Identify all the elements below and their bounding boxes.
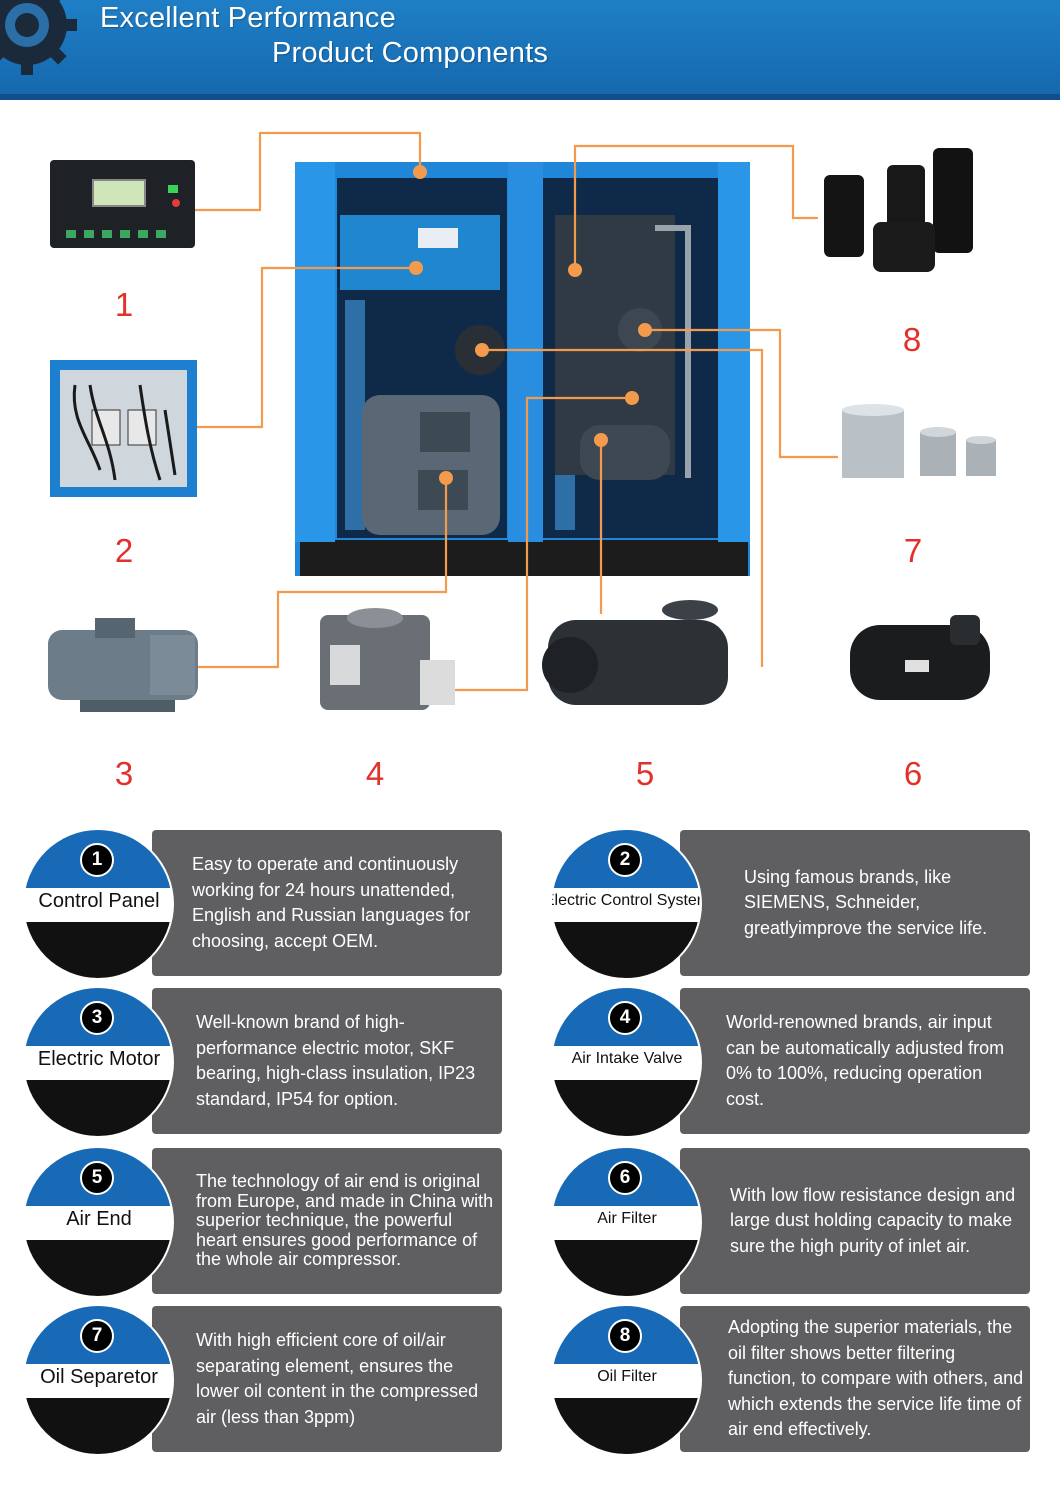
- header-title-line1: Excellent Performance: [100, 2, 396, 34]
- part-number-2: 2: [114, 532, 134, 569]
- part-number-3: 3: [114, 755, 134, 792]
- card-number: 1: [80, 843, 114, 877]
- card-title: Oil Separetor: [40, 1366, 158, 1388]
- component-card-2: Using famous brands, like SIEMENS, Schne…: [528, 828, 1030, 980]
- oil-filter-image: [824, 148, 973, 272]
- card-number: 7: [80, 1319, 114, 1353]
- oil-separator-image: [842, 404, 996, 478]
- card-panel: Using famous brands, like SIEMENS, Schne…: [680, 830, 1030, 976]
- compressor-cabinet: [295, 162, 750, 576]
- card-description: The technology of air end is original fr…: [196, 1171, 494, 1270]
- control-panel-image: [50, 160, 195, 248]
- header-title-line2: Product Components: [272, 37, 549, 69]
- page-header: Excellent Performance Product Components: [0, 0, 1060, 100]
- part-number-4: 4: [365, 755, 385, 792]
- card-badge-circle: 7 Oil Separetor: [22, 1304, 174, 1456]
- card-panel: Well-known brand of high-performance ele…: [152, 988, 502, 1134]
- electric-motor-image: [48, 618, 198, 712]
- electric-control-box-image: [50, 360, 197, 497]
- diagram-graphics: [48, 131, 996, 712]
- part-number-7: 7: [903, 532, 923, 569]
- card-title: Control Panel: [38, 890, 160, 912]
- header-strip: [0, 94, 1060, 100]
- air-intake-valve-image: [320, 608, 455, 710]
- part-number-6: 6: [903, 755, 923, 792]
- card-title: Electric Motor: [37, 1048, 161, 1070]
- component-card-3: Well-known brand of high-performance ele…: [0, 986, 502, 1138]
- leader-lines: [195, 131, 838, 692]
- card-title: Air Filter: [597, 1210, 657, 1227]
- component-card-5: The technology of air end is original fr…: [0, 1146, 502, 1298]
- card-badge-circle: 3 Electric Motor: [22, 986, 174, 1138]
- leader-dots: [409, 165, 652, 485]
- card-badge-circle: 6 Air Filter: [550, 1146, 702, 1298]
- air-end-image: [542, 600, 728, 705]
- card-badge-circle: 8 Oil Filter: [550, 1304, 702, 1456]
- gear-icon: [0, 0, 77, 75]
- card-panel: Easy to operate and continuously working…: [152, 830, 502, 976]
- card-description: With high efficient core of oil/air sepa…: [196, 1330, 479, 1427]
- card-title: Air Intake Valve: [571, 1050, 683, 1067]
- card-description: Well-known brand of high-performance ele…: [196, 1012, 476, 1109]
- card-title: Electric Control System: [550, 892, 702, 909]
- card-badge-circle: 5 Air End: [22, 1146, 174, 1298]
- card-panel: With high efficient core of oil/air sepa…: [152, 1306, 502, 1452]
- components-diagram: 1 2 3 4 5 6 7 8: [0, 100, 1060, 810]
- component-card-1: Easy to operate and continuously working…: [0, 828, 502, 980]
- card-panel: The technology of air end is original fr…: [152, 1148, 502, 1294]
- card-panel: World-renowned brands, air input can be …: [680, 988, 1030, 1134]
- card-title: Oil Filter: [597, 1368, 657, 1385]
- card-badge-circle: 2 Electric Control System: [550, 828, 702, 980]
- card-number: 8: [608, 1319, 642, 1353]
- part-number-1: 1: [114, 286, 134, 323]
- part-number-5: 5: [635, 755, 655, 792]
- card-description: Using famous brands, like SIEMENS, Schne…: [744, 866, 988, 938]
- component-card-4: World-renowned brands, air input can be …: [528, 986, 1030, 1138]
- air-filter-image: [850, 615, 990, 700]
- card-number: 6: [608, 1161, 642, 1195]
- component-card-8: Adopting the superior materials, the oil…: [528, 1304, 1030, 1456]
- card-description: Easy to operate and continuously working…: [192, 854, 471, 951]
- card-title: Air End: [66, 1208, 132, 1230]
- component-card-6: With low flow resistance design and larg…: [528, 1146, 1030, 1298]
- card-description: With low flow resistance design and larg…: [730, 1184, 1016, 1256]
- card-number: 2: [608, 843, 642, 877]
- card-number: 4: [608, 1001, 642, 1035]
- card-badge-circle: 1 Control Panel: [22, 828, 174, 980]
- card-panel: Adopting the superior materials, the oil…: [680, 1306, 1030, 1452]
- card-number: 5: [80, 1161, 114, 1195]
- card-description: Adopting the superior materials, the oil…: [728, 1317, 1024, 1440]
- card-panel: With low flow resistance design and larg…: [680, 1148, 1030, 1294]
- component-card-7: With high efficient core of oil/air sepa…: [0, 1304, 502, 1456]
- card-number: 3: [80, 1001, 114, 1035]
- card-badge-circle: 4 Air Intake Valve: [550, 986, 702, 1138]
- part-number-8: 8: [902, 321, 922, 358]
- card-description: World-renowned brands, air input can be …: [726, 1012, 1005, 1109]
